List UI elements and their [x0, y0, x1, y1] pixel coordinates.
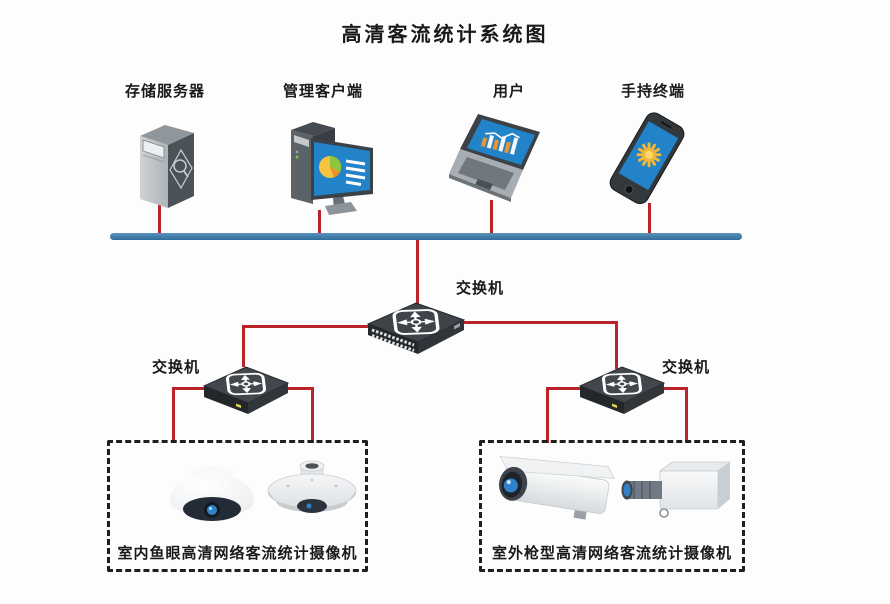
cable-segment: [615, 321, 618, 369]
box-camera-icon: [618, 457, 733, 521]
user-label: 用户: [492, 84, 525, 100]
cable-segment: [311, 387, 314, 443]
cable-segment: [648, 203, 651, 235]
storage-server-icon: [134, 118, 200, 210]
outdoor-camera-group-label: 室外枪型高清网络客流统计摄像机: [491, 546, 732, 562]
outdoor-camera-group-box: 室外枪型高清网络客流统计摄像机: [479, 440, 745, 572]
right-switch-label: 交换机: [662, 360, 711, 376]
cable-segment: [654, 387, 688, 390]
diagram-title: 高清客流统计系统图: [341, 24, 549, 46]
storage-server-label: 存储服务器: [124, 84, 205, 100]
network-switch-icon: [578, 357, 666, 415]
fisheye-camera-icon: [262, 453, 362, 525]
cable-segment: [242, 325, 245, 367]
indoor-camera-group-box: 室内鱼眼高清网络客流统计摄像机: [107, 440, 368, 572]
cable-segment: [460, 321, 618, 324]
indoor-camera-group-label: 室内鱼眼高清网络客流统计摄像机: [117, 546, 358, 562]
user-laptop-icon: [448, 112, 548, 204]
bullet-camera-icon: [486, 447, 621, 529]
cable-segment: [172, 387, 175, 443]
handheld-terminal-icon: [604, 108, 688, 210]
core-switch-label: 交换机: [456, 281, 505, 297]
management-client-icon: [283, 114, 379, 216]
cable-segment: [172, 387, 206, 390]
cable-segment: [546, 387, 549, 443]
cable-segment: [158, 199, 161, 235]
cable-segment: [685, 387, 688, 443]
network-bus-line: [110, 233, 742, 240]
cable-segment: [318, 210, 321, 235]
cable-segment: [416, 240, 419, 304]
left-switch-label: 交换机: [151, 360, 200, 376]
network-switch-icon: [202, 357, 290, 415]
cable-segment: [283, 387, 314, 390]
cable-segment: [490, 200, 493, 235]
cable-segment: [546, 387, 582, 390]
dome-camera-icon: [162, 449, 262, 531]
network-switch-icon: [366, 292, 466, 356]
handheld-terminal-label: 手持终端: [620, 84, 685, 100]
management-client-label: 管理客户端: [282, 84, 363, 100]
cable-segment: [242, 325, 370, 328]
